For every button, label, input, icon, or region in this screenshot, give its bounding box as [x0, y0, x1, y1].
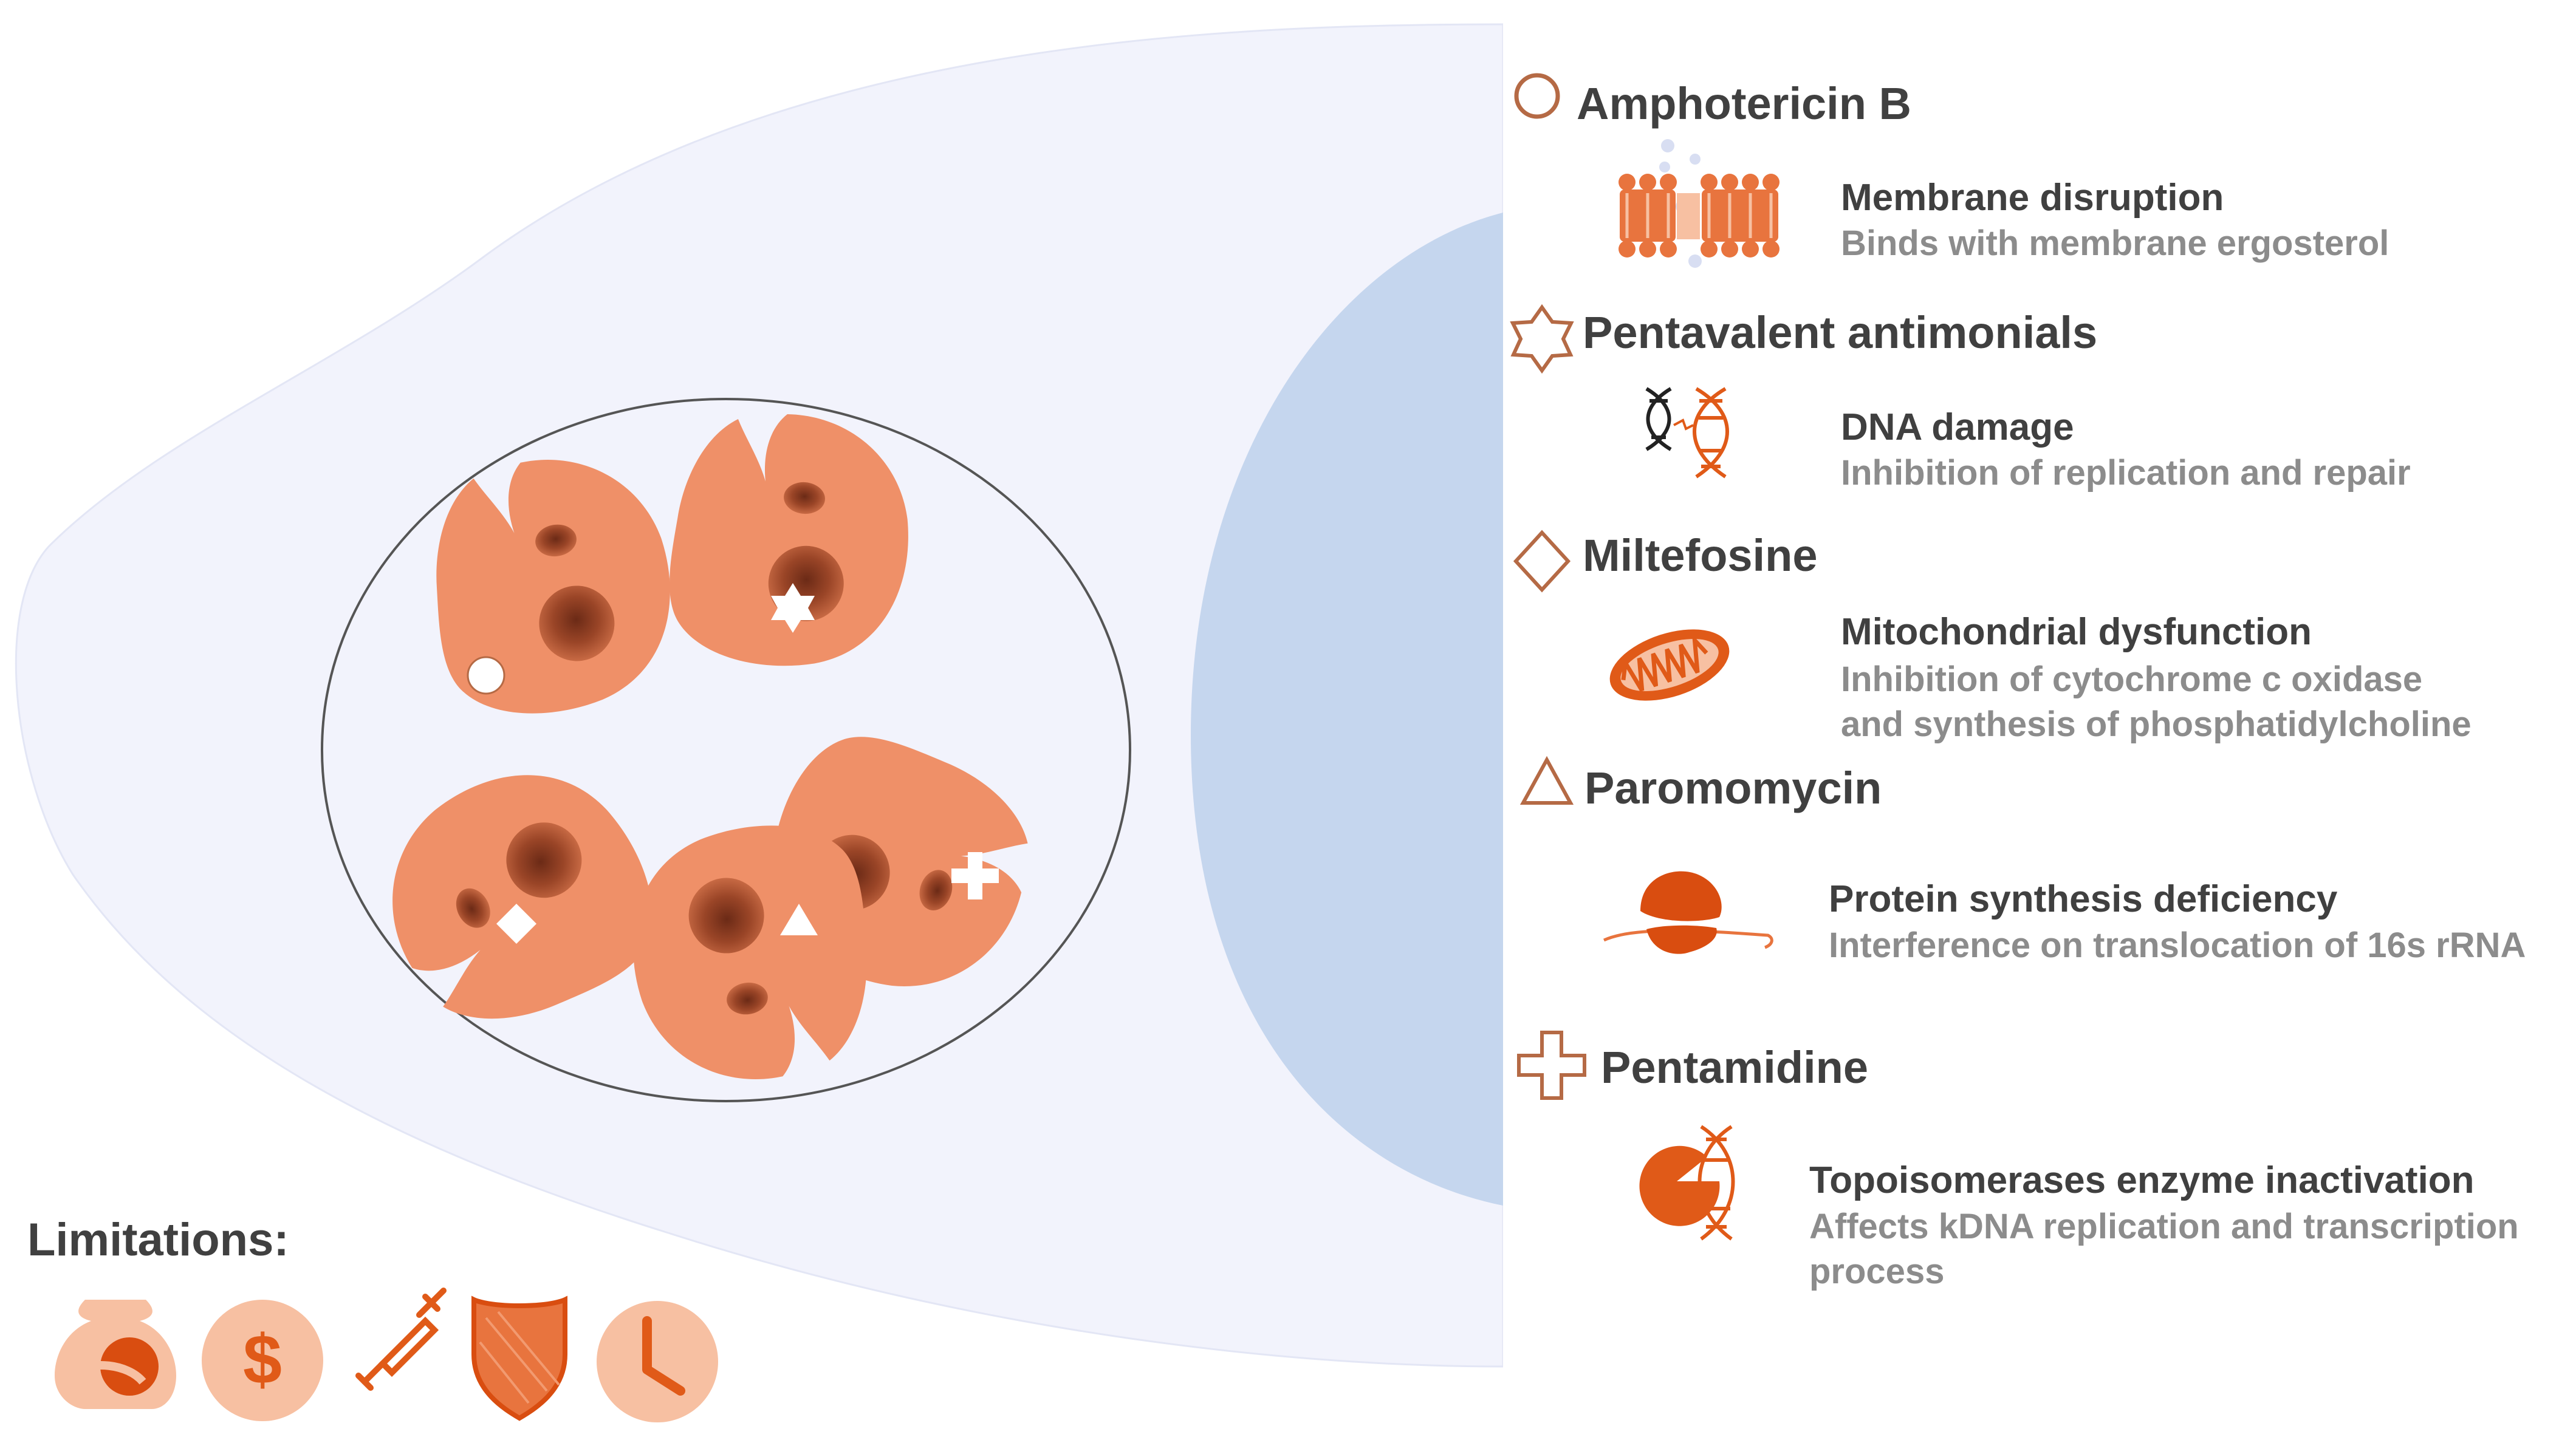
- host-nucleus: [1191, 213, 1503, 1206]
- amphotericin-b-title: Amphotericin B: [1577, 78, 1911, 129]
- miltefosine-marker: [496, 904, 536, 944]
- antimonial-marker: [771, 583, 815, 633]
- antimonials-title: Pentavalent antimonials: [1583, 307, 2098, 358]
- pentamidine-description-line2: process: [1809, 1252, 1945, 1291]
- membrane-icon: [1619, 139, 1780, 268]
- ribosome-icon: [1603, 871, 1773, 954]
- svg-text:$: $: [243, 1321, 282, 1399]
- shield-icon: [471, 1295, 567, 1421]
- pentamidine-marker: [951, 852, 999, 899]
- star-outline-icon: [1510, 304, 1574, 374]
- amphotericin-marker: [467, 656, 505, 695]
- paromomycin-mechanism: Protein synthesis deficiency: [1829, 878, 2338, 920]
- circle-outline-icon: [1514, 73, 1560, 119]
- limitations-title: Limitations:: [27, 1214, 289, 1266]
- amphotericin-description: Binds with membrane ergosterol: [1841, 224, 2389, 263]
- dna-damage-icon: [1645, 387, 1729, 479]
- miltefosine-description-line1: Inhibition of cytochrome c oxidase: [1841, 660, 2423, 699]
- pentamidine-mechanism: Topoisomerases enzyme inactivation: [1809, 1159, 2475, 1201]
- pentamidine-title: Pentamidine: [1601, 1042, 1868, 1093]
- antimonials-mechanism: DNA damage: [1841, 406, 2074, 448]
- pentamidine-description-line1: Affects kDNA replication and transcripti…: [1809, 1207, 2519, 1246]
- cross-outline-icon: [1517, 1031, 1586, 1100]
- miltefosine-description-line2: and synthesis of phosphatidylcholine: [1841, 705, 2472, 744]
- dollar-icon: $: [202, 1300, 323, 1421]
- amphotericin-mechanism: Membrane disruption: [1841, 177, 2224, 219]
- pregnancy-icon: [55, 1300, 176, 1409]
- clock-icon: [597, 1301, 718, 1422]
- diamond-outline-icon: [1513, 530, 1571, 593]
- paromomycin-description: Interference on translocation of 16s rRN…: [1829, 926, 2526, 965]
- antimonials-description: Inhibition of replication and repair: [1841, 453, 2411, 493]
- syringe-icon: [355, 1288, 447, 1391]
- miltefosine-mechanism: Mitochondrial dysfunction: [1841, 611, 2312, 653]
- mitochondrion-icon: [1609, 629, 1730, 701]
- paromomycin-marker: [780, 904, 818, 935]
- miltefosine-title: Miltefosine: [1583, 530, 1818, 581]
- triangle-outline-icon: [1519, 756, 1574, 805]
- topoisomerase-icon: [1639, 1125, 1735, 1241]
- paromomycin-title: Paromomycin: [1584, 763, 1882, 813]
